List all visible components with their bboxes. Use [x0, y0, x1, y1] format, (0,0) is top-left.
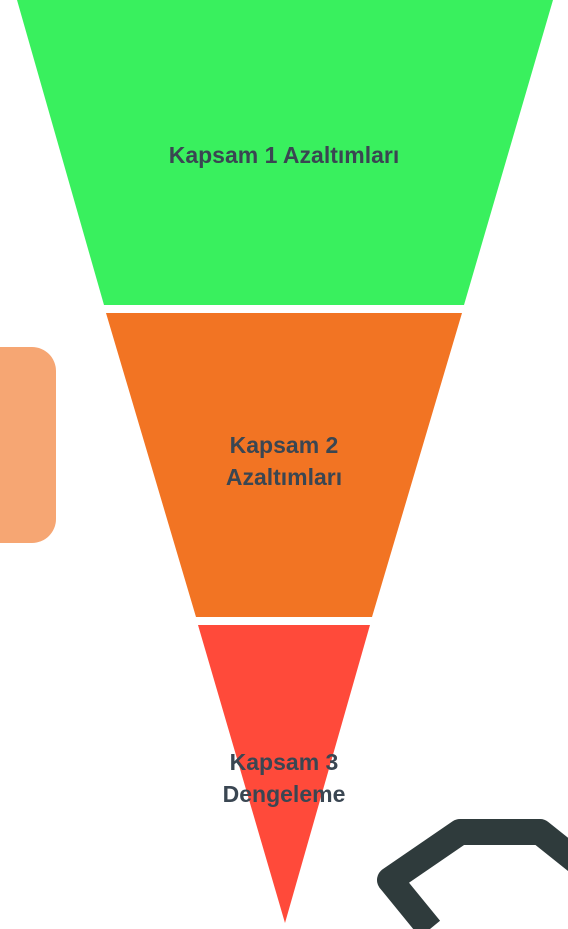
tier-2-segment: [106, 313, 462, 617]
tier-3-segment: [198, 625, 370, 923]
tier-2-label-line-2: Azaltımları: [226, 464, 342, 490]
hexagon-outline-logo: [377, 819, 568, 929]
tier-1-label: Kapsam 1 Azaltımları: [169, 142, 400, 168]
tier-2-label-line-1: Kapsam 2: [230, 432, 339, 458]
tier-3-label-line-1: Kapsam 3: [230, 749, 339, 775]
tier-3-label-line-2: Dengeleme: [223, 781, 346, 807]
side-tab: [0, 347, 56, 543]
tier-1-segment: [17, 0, 553, 305]
